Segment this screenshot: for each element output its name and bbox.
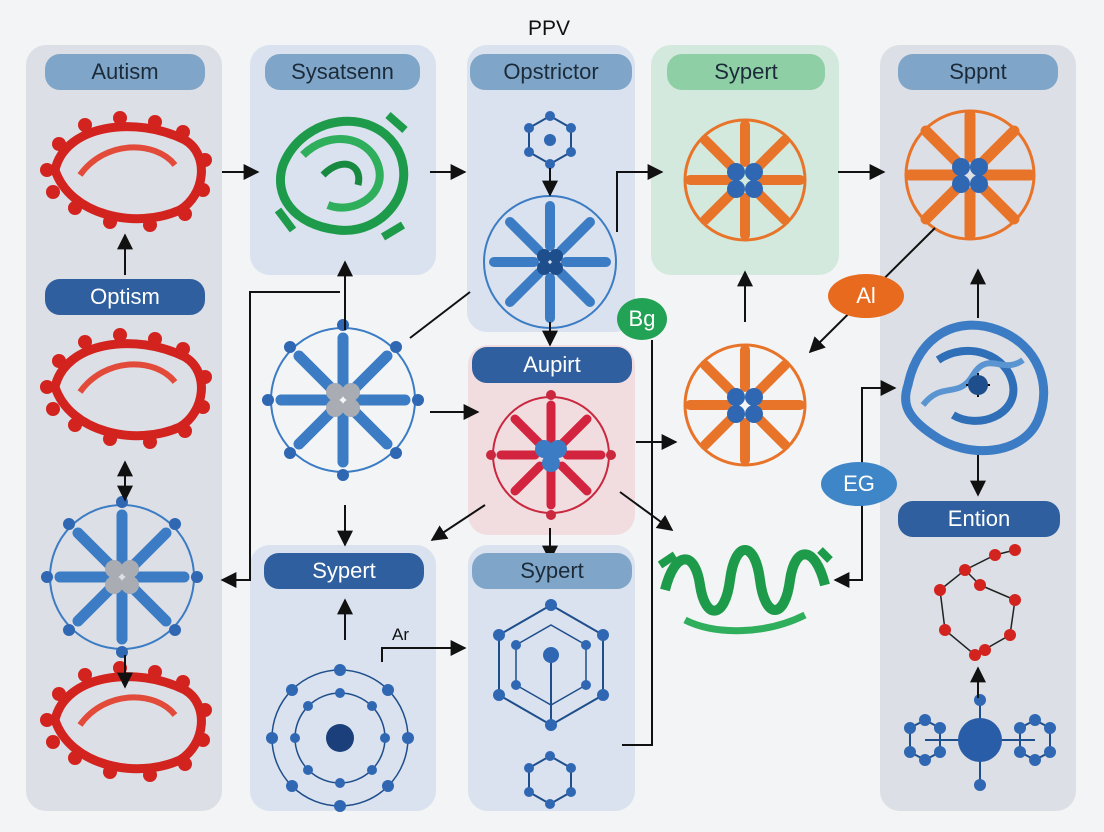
red-ring-protein-icon [40,328,212,449]
badge-al: Al [828,274,904,318]
hexagon-molecule-icon [524,751,576,809]
header-opstrictor: Opstrictor [470,54,632,90]
hexagon-molecule-icon [524,111,576,169]
label-aupirt: Aupirt [472,347,632,383]
badge-eg: EG [821,462,897,506]
blue-beta-barrel-icon [483,195,617,329]
header-sypert: Sypert [667,54,825,90]
badge-bg: Bg [617,298,667,340]
panel-sypert-left [250,545,436,811]
annotation-ar: Ar [392,625,409,644]
molecular-network-icon [934,544,1021,661]
blue-helix-bundle-icon [901,320,1049,456]
red-ring-protein-icon [40,661,212,782]
blue-beta-barrel-icon [262,319,424,481]
red-ring-protein-icon [40,111,212,232]
molecular-network-icon [493,599,609,731]
flow-arrow-icon [117,164,986,746]
header-sppnt: Sppnt [898,54,1058,90]
label-sypert-mid: Sypert [472,553,632,589]
orange-protein-complex-icon [683,343,807,467]
diagram-title: PPV [528,17,571,40]
header-sysatsenn: Sysatsenn [265,54,420,90]
molecular-cluster-icon [904,694,1056,791]
red-beta-barrel-icon [486,390,616,520]
header-autism: Autism [45,54,205,90]
green-helix-protein-icon [274,112,409,241]
orange-protein-complex-icon [683,118,807,242]
molecular-network-icon [266,664,414,812]
orange-protein-complex-icon [904,109,1036,241]
blue-beta-barrel-icon [41,496,203,658]
label-optism: Optism [45,279,205,315]
green-helix-protein-icon [657,545,833,635]
label-ention: Ention [898,501,1060,537]
label-sypert-left: Sypert [264,553,424,589]
